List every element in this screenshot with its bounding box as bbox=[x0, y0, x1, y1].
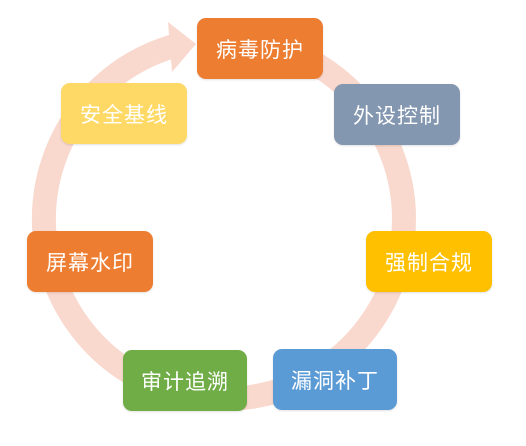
cycle-arrow-head bbox=[168, 22, 196, 72]
step-screen-watermark: 屏幕水印 bbox=[27, 231, 153, 292]
step-security-baseline: 安全基线 bbox=[61, 83, 187, 144]
step-virus-protection: 病毒防护 bbox=[197, 18, 323, 79]
step-audit-trace: 审计追溯 bbox=[123, 350, 247, 411]
step-mandatory-compliance: 强制合规 bbox=[366, 231, 492, 292]
step-vulnerability-patch: 漏洞补丁 bbox=[273, 349, 397, 410]
step-peripheral-control: 外设控制 bbox=[334, 84, 460, 145]
